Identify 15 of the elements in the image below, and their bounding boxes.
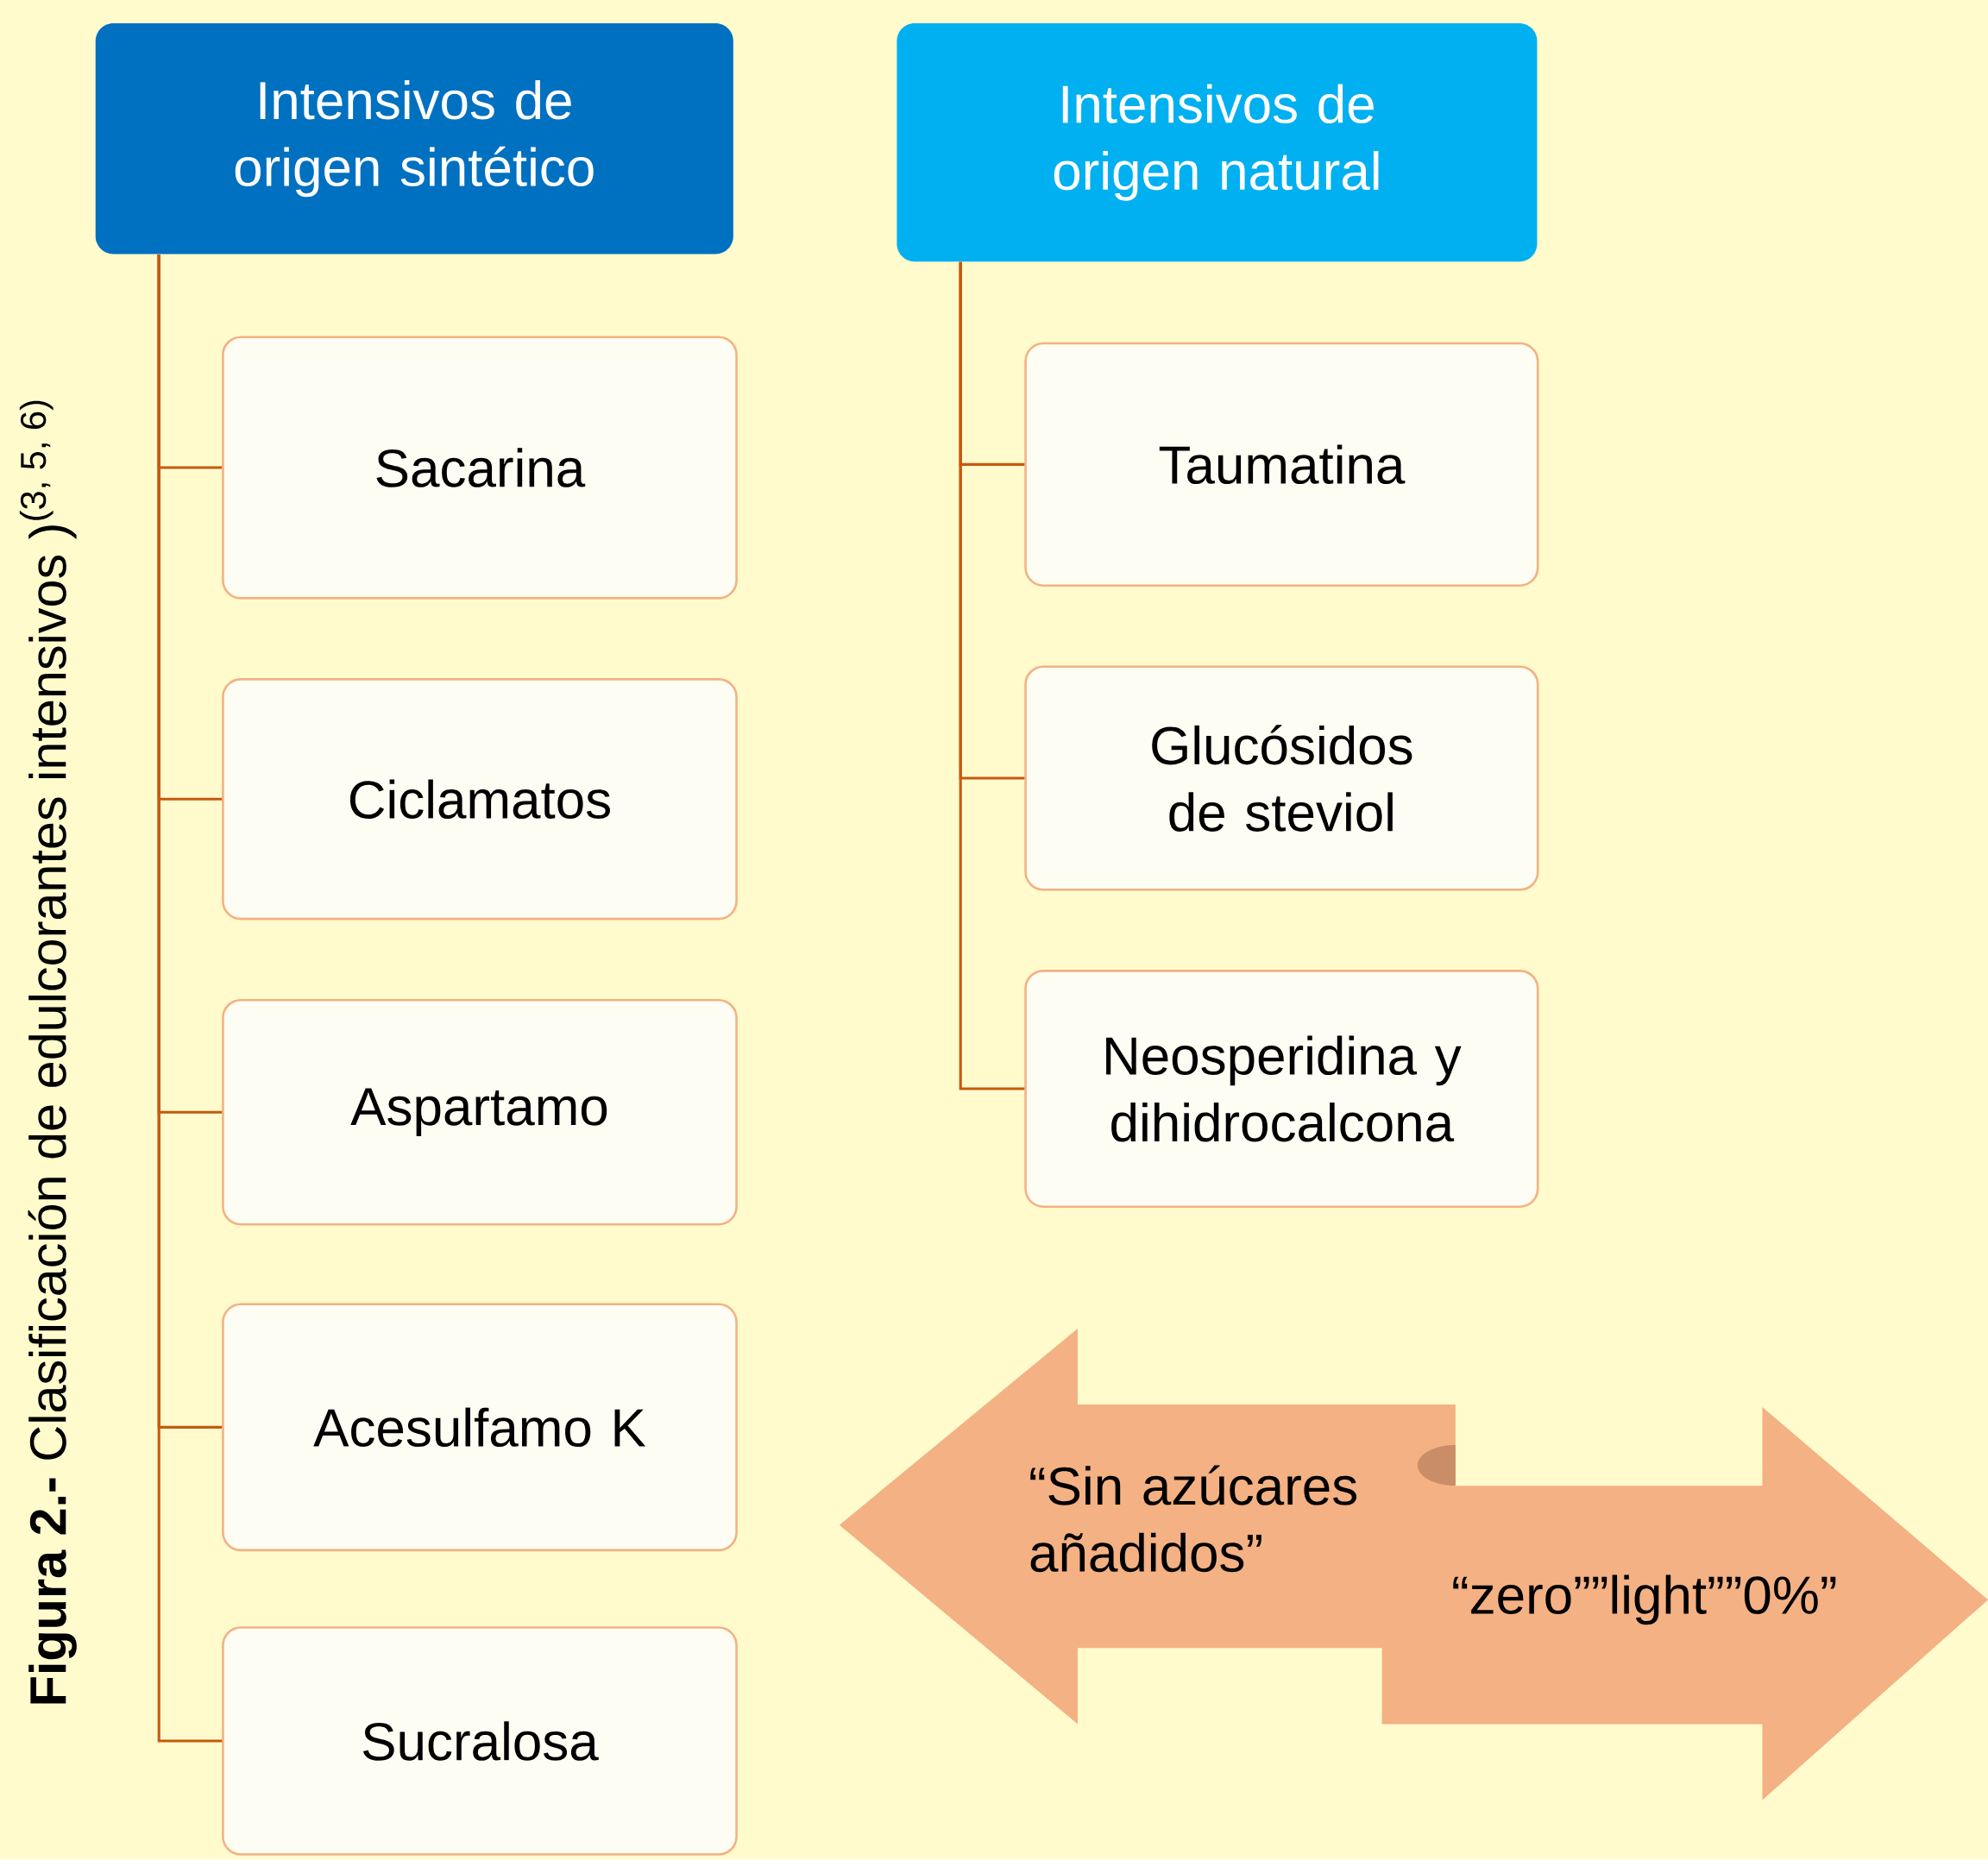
item-box: Taumatina bbox=[1024, 342, 1539, 588]
item-box: Sucralosa bbox=[222, 1626, 738, 1857]
item-box: Neosperidina y dihidrocalcona bbox=[1024, 970, 1539, 1209]
header-box: Intensivos de origen sintético bbox=[95, 23, 733, 254]
item-box: Glucósidos de steviol bbox=[1024, 665, 1539, 891]
connector-line bbox=[959, 261, 1025, 1090]
node-label: “Sin azúcares añadidos” bbox=[1030, 1465, 1357, 1573]
item-box: Acesulfamo K bbox=[222, 1303, 738, 1552]
node-label: “zero””light””0%” bbox=[1453, 1574, 1836, 1625]
figure-caption: Figura 2.- Clasificación de edulcorantes intensivos )$^{(3, 5, 6)}$ bbox=[19, 400, 77, 1704]
item-box: Aspartamo bbox=[222, 999, 738, 1226]
item-box: Ciclamatos bbox=[222, 678, 738, 921]
header-box: Intensivos de origen natural bbox=[896, 23, 1538, 262]
connector-line bbox=[157, 254, 223, 1743]
item-box: Sacarina bbox=[222, 336, 738, 600]
